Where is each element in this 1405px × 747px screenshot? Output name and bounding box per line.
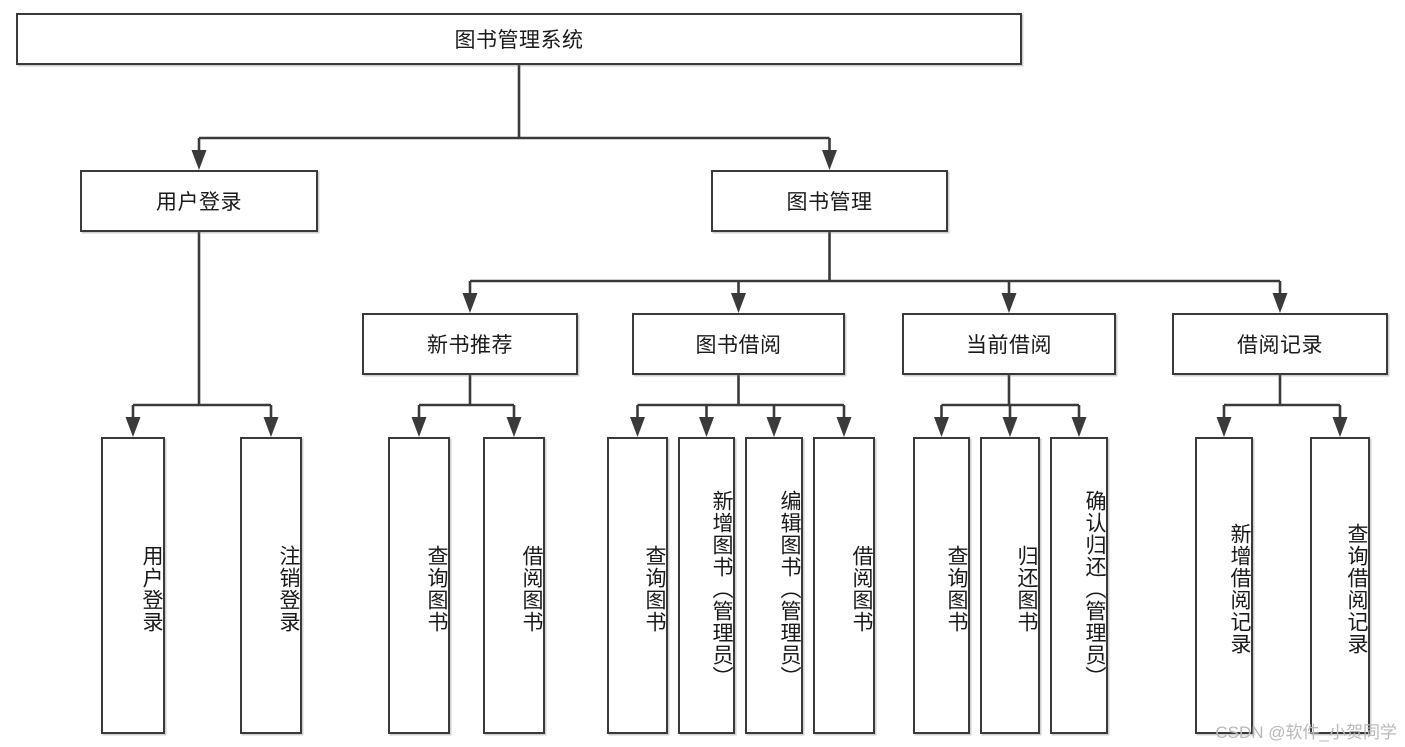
node-root: 图书管理系统 (16, 13, 1022, 65)
node-l-return-book: 归还图书 (980, 437, 1040, 734)
arrowhead-icon (699, 417, 714, 437)
arrowhead-icon (1272, 293, 1288, 313)
node-l-add-book: 新增图书（管理员） (678, 437, 735, 734)
node-n-borrow-record: 借阅记录 (1172, 313, 1388, 375)
arrowhead-icon (731, 293, 746, 313)
node-label: 查询图书 (425, 544, 448, 633)
node-n-book-manage: 图书管理 (711, 170, 948, 232)
node-l-query-record: 查询借阅记录 (1310, 437, 1370, 734)
node-l-query-book-2: 查询图书 (607, 437, 668, 734)
node-l-query-book-1: 查询图书 (388, 437, 450, 734)
arrowhead-icon (506, 417, 522, 437)
node-label: 编辑图书（管理员） (778, 489, 801, 688)
node-label: 图书管理系统 (454, 29, 584, 52)
node-label: 用户登录 (140, 544, 163, 633)
node-l-user-logout: 注销登录 (240, 437, 302, 734)
node-label: 借阅图书 (850, 544, 873, 633)
arrowhead-icon (836, 417, 852, 437)
node-n-user-login: 用户登录 (80, 170, 318, 232)
arrowhead-icon (1002, 417, 1018, 437)
arrowhead-icon (411, 417, 427, 437)
node-label: 借阅记录 (1237, 334, 1323, 357)
node-n-book-borrow: 图书借阅 (632, 313, 845, 375)
node-l-query-book-3: 查询图书 (913, 437, 970, 734)
node-l-borrow-book-2: 借阅图书 (813, 437, 875, 734)
node-l-user-login: 用户登录 (101, 437, 165, 734)
arrowhead-icon (1216, 417, 1232, 437)
arrowhead-icon (822, 150, 837, 170)
node-l-confirm-return: 确认归还（管理员） (1050, 437, 1108, 734)
node-label: 注销登录 (277, 544, 300, 633)
node-l-add-record: 新增借阅记录 (1195, 437, 1253, 734)
watermark-text: CSDN @软件_小贺同学 (1215, 723, 1397, 742)
arrowhead-icon (1001, 293, 1017, 313)
node-label: 用户登录 (156, 191, 242, 214)
node-label: 查询借阅记录 (1345, 522, 1368, 655)
arrowhead-icon (1332, 417, 1348, 437)
arrowhead-icon (263, 417, 279, 437)
arrowhead-icon (462, 293, 478, 313)
node-label: 当前借阅 (966, 334, 1052, 357)
node-l-edit-book: 编辑图书（管理员） (745, 437, 803, 734)
node-n-current-borrow: 当前借阅 (902, 313, 1116, 375)
arrowhead-icon (191, 150, 207, 170)
arrowhead-icon (766, 417, 782, 437)
node-l-borrow-book-1: 借阅图书 (483, 437, 545, 734)
node-label: 归还图书 (1015, 544, 1038, 633)
node-label: 新书推荐 (427, 334, 513, 357)
arrowhead-icon (1071, 417, 1087, 437)
arrowhead-icon (934, 417, 949, 437)
node-label: 查询图书 (945, 544, 968, 633)
arrowhead-icon (125, 417, 141, 437)
node-label: 新增图书（管理员） (710, 489, 733, 688)
node-label: 图书管理 (786, 191, 873, 214)
node-n-new-book-rec: 新书推荐 (362, 313, 578, 375)
arrowhead-icon (630, 417, 645, 437)
node-label: 确认归还（管理员） (1083, 489, 1106, 688)
node-label: 查询图书 (643, 544, 666, 633)
node-label: 新增借阅记录 (1228, 522, 1251, 655)
node-label: 图书借阅 (695, 334, 782, 357)
node-label: 借阅图书 (520, 544, 543, 633)
